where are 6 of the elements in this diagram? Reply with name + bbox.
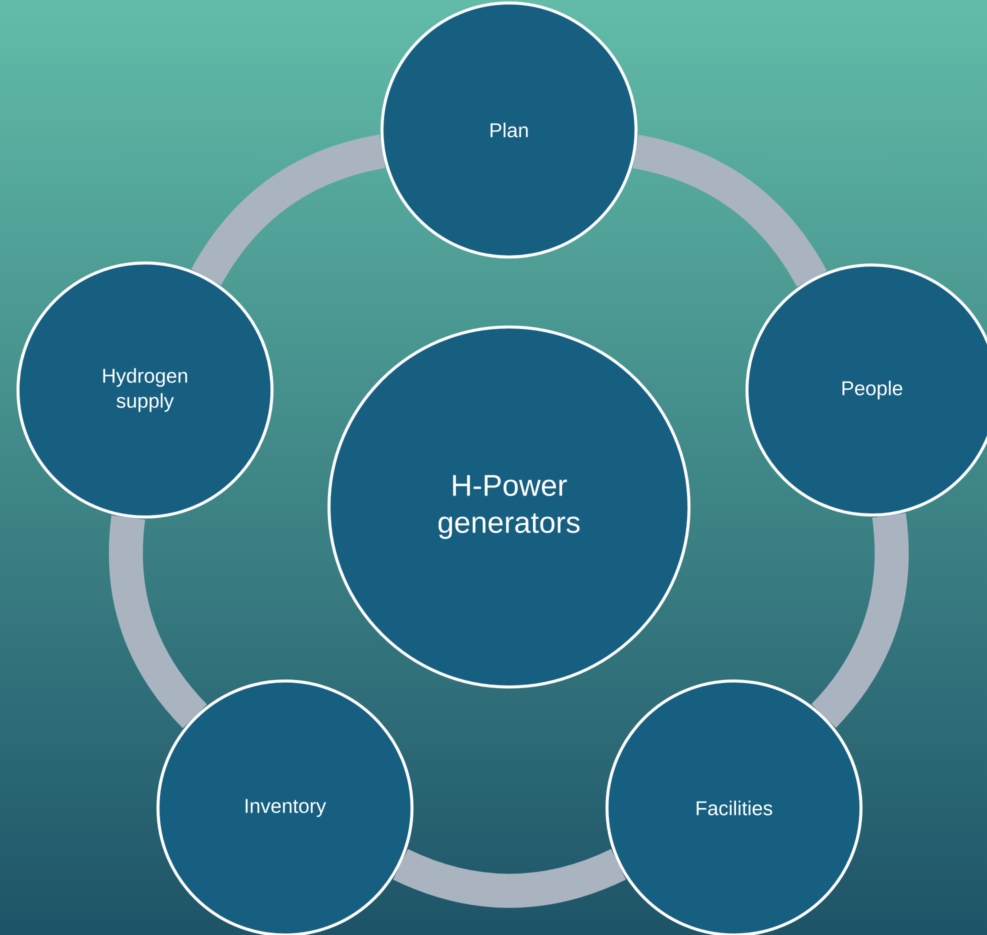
circle-node: Hydrogen supply <box>16 262 274 518</box>
circle-node: H-Power generators <box>328 326 690 688</box>
circle-node: People <box>746 264 987 516</box>
circle-node: Inventory <box>156 680 414 935</box>
circle-node: Facilities <box>606 680 862 935</box>
circle-node: Plan <box>380 2 638 258</box>
